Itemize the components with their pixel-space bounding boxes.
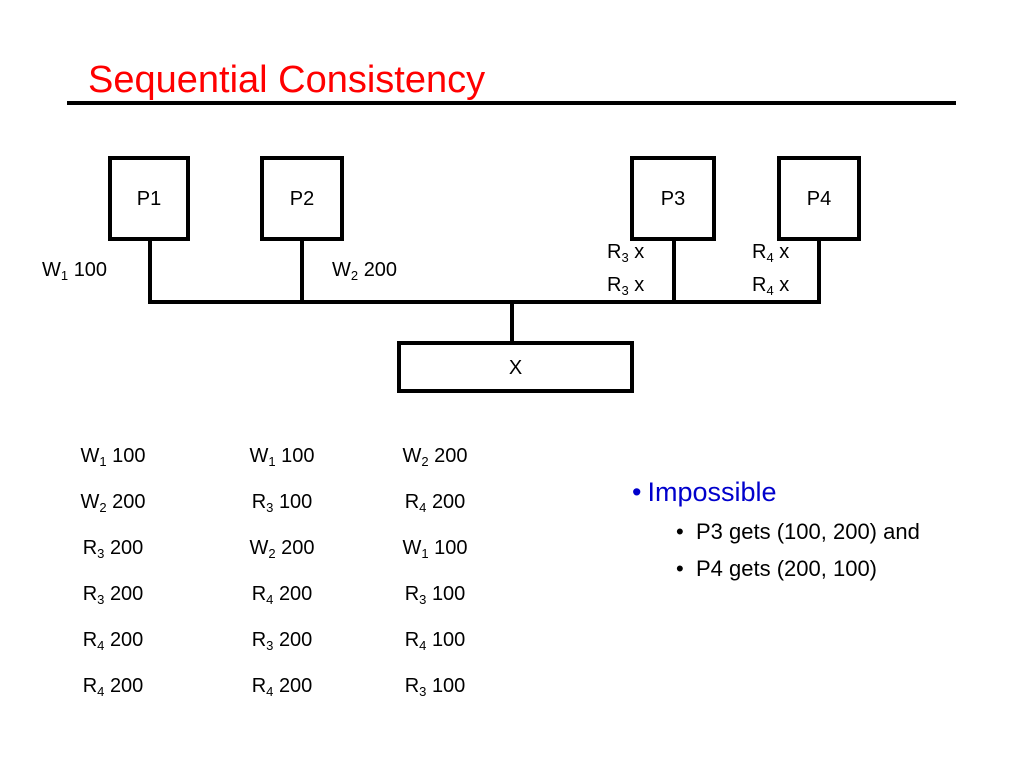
ordering-entry: R3 100	[404, 583, 466, 607]
bullet-list: •Impossible •P3 gets (100, 200) and •P4 …	[632, 476, 972, 592]
ordering-entry: W2 200	[80, 491, 146, 515]
ordering-entry: R4 200	[82, 629, 144, 653]
processor-label-p3: P3	[660, 188, 686, 210]
p1-op: W1 100	[42, 259, 108, 283]
ordering-entry: R4 200	[404, 491, 466, 515]
bullet-dot-icon: •	[676, 519, 684, 544]
title-underline	[67, 101, 956, 105]
memory-box-x	[397, 341, 634, 393]
sub-bullet-list: •P3 gets (100, 200) and •P4 gets (200, 1…	[632, 518, 972, 582]
ordering-column-3: W2 200 R4 200 W1 100 R3 100 R4 100 R3 10…	[375, 444, 495, 720]
processor-label-p4: P4	[806, 188, 832, 210]
p4-op-2: R4 x	[752, 274, 790, 298]
ordering-entry: R3 200	[82, 537, 144, 561]
ordering-entry: W1 100	[402, 537, 468, 561]
bullet-main: •Impossible	[632, 477, 777, 507]
bullet-dot-icon: •	[632, 477, 642, 507]
ordering-entry: W1 100	[249, 445, 315, 469]
bullet-dot-icon: •	[676, 556, 684, 581]
ordering-entry: R3 200	[251, 629, 313, 653]
ordering-entry: W2 200	[402, 445, 468, 469]
ordering-entry: R4 200	[251, 583, 313, 607]
p4-op-1: R4 x	[752, 241, 790, 265]
p3-op-2: R3 x	[607, 274, 645, 298]
sub-bullet: •P3 gets (100, 200) and	[676, 519, 920, 544]
ordering-entry: R4 200	[82, 675, 144, 699]
slide-title: Sequential Consistency	[88, 59, 486, 101]
ordering-column-1: W1 100 W2 200 R3 200 R3 200 R4 200 R4 20…	[53, 444, 173, 720]
sub-bullet: •P4 gets (200, 100)	[676, 556, 878, 581]
ordering-column-2: W1 100 R3 100 W2 200 R4 200 R3 200 R4 20…	[222, 444, 342, 720]
ordering-entry: W2 200	[249, 537, 315, 561]
ordering-entry: R3 200	[82, 583, 144, 607]
p2-op: W2 200	[332, 259, 398, 283]
processor-label-p2: P2	[289, 188, 315, 210]
ordering-entry: R4 100	[404, 629, 466, 653]
ordering-entry: R4 200	[251, 675, 313, 699]
p3-op-1: R3 x	[607, 241, 645, 265]
ordering-entry: W1 100	[80, 445, 146, 469]
memory-label: X	[508, 357, 523, 379]
ordering-entry: R3 100	[404, 675, 466, 699]
processor-label-p1: P1	[136, 188, 162, 210]
ordering-entry: R3 100	[251, 491, 313, 515]
